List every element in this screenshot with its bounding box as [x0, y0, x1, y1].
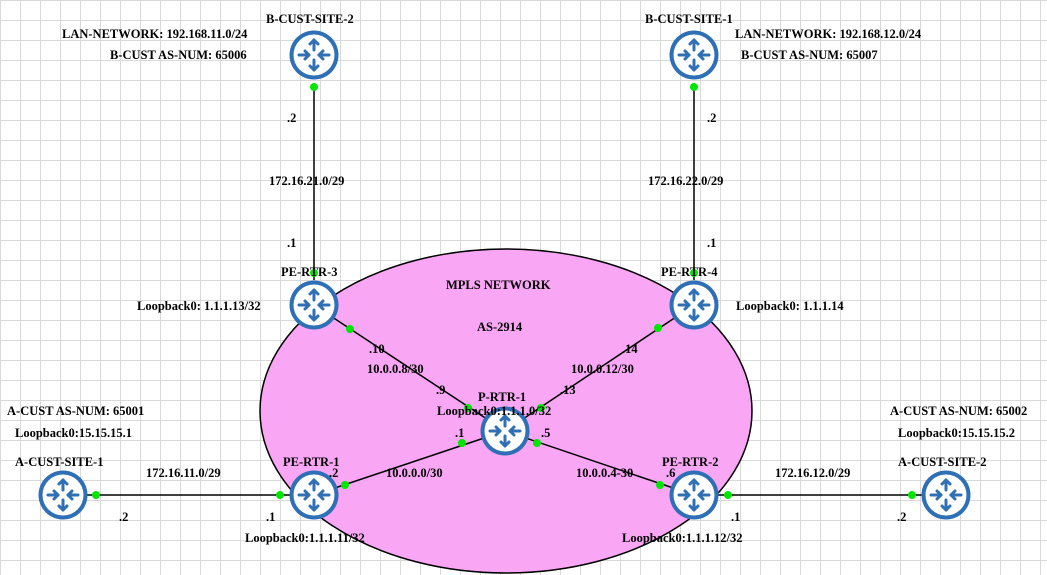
router-icon-pe-rtr-3[interactable]	[288, 279, 340, 331]
link-a1-pe1-end-b: .1	[266, 510, 276, 524]
mpls-as-number: AS-2914	[477, 320, 523, 334]
a-site1-as-number: A-CUST AS-NUM: 65001	[7, 404, 145, 418]
link-pe4-p1-end-a: .14	[622, 342, 638, 356]
link-pe3-p1-end-b: .9	[436, 383, 446, 397]
port-dot	[654, 324, 662, 332]
router-icon-pe-rtr-2[interactable]	[668, 469, 720, 521]
port-dot	[458, 439, 466, 447]
port-dot	[346, 325, 354, 333]
link-b1-pe4-end-b: .1	[707, 236, 717, 250]
b-site2-lan-network: LAN-NETWORK: 192.168.11.0/24	[62, 27, 248, 41]
port-dot	[537, 404, 545, 412]
link-pe3-p1-subnet: 10.0.0.8/30	[367, 362, 424, 376]
link-b2-pe3-subnet: 172.16.21.0/29	[269, 174, 345, 188]
router-name-b-cust-site-1: B-CUST-SITE-1	[645, 12, 733, 26]
router-name-pe-rtr-1: PE-RTR-1	[283, 455, 340, 469]
link-a1-pe1-end-a: .2	[119, 510, 129, 524]
port-dot	[310, 83, 318, 91]
router-name-b-cust-site-2: B-CUST-SITE-2	[266, 12, 354, 26]
link-b2-pe3-end-a: .2	[287, 111, 297, 125]
link-b1-pe4-end-a: .2	[707, 111, 717, 125]
link-pe4-p1-end-b: .13	[560, 383, 576, 397]
router-icon-a-cust-site-2[interactable]	[920, 469, 972, 521]
router-name-a-cust-site-2: A-CUST-SITE-2	[898, 455, 987, 469]
link-pe1-p1-end-b: .1	[455, 426, 465, 440]
link-a2-pe2-end-b: .1	[731, 510, 741, 524]
port-dot	[690, 269, 698, 277]
link-pe3-p1	[313, 304, 506, 432]
b-site1-lan-network: LAN-NETWORK: 192.168.12.0/24	[735, 27, 922, 41]
port-dot	[341, 481, 349, 489]
port-dots	[92, 83, 916, 499]
a-site2-loopback: Loopback0:15.15.15.2	[898, 426, 1016, 440]
router-icon-a-cust-site-1[interactable]	[37, 469, 89, 521]
pe-rtr-1-loopback: Loopback0:1.1.1.11/32	[245, 531, 365, 545]
router-icon-b-cust-site-1[interactable]	[668, 29, 720, 81]
b-site1-as-number: B-CUST AS-NUM: 65007	[741, 48, 878, 62]
link-pe2-p1-end-a: .6	[666, 466, 676, 480]
router-name-pe-rtr-3: PE-RTR-3	[281, 265, 338, 279]
router-name-pe-rtr-4: PE-RTR-4	[661, 265, 718, 279]
a-site2-as-number: A-CUST AS-NUM: 65002	[890, 404, 1028, 418]
link-pe2-p1-subnet: 10.0.0.4-30	[576, 466, 634, 480]
b-site2-as-number: B-CUST AS-NUM: 65006	[110, 48, 247, 62]
mpls-network-title: MPLS NETWORK	[446, 278, 551, 292]
port-dot	[92, 491, 100, 499]
pe-rtr-3-loopback: Loopback0: 1.1.1.13/32	[137, 299, 261, 313]
port-dot	[690, 83, 698, 91]
p-rtr-1-loopback: Loopback0:1.1.1.0/32	[437, 404, 552, 418]
link-a2-pe2-end-a: .2	[897, 510, 907, 524]
link-pe4-p1-subnet: 10.0.0.12/30	[571, 362, 634, 376]
link-pe4-p1	[504, 304, 695, 432]
router-icon-pe-rtr-4[interactable]	[668, 279, 720, 331]
port-dot	[908, 491, 916, 499]
router-icon-b-cust-site-2[interactable]	[288, 29, 340, 81]
link-a2-pe2-subnet: 172.16.12.0/29	[775, 466, 851, 480]
link-b1-pe4-subnet: 172.16.22.0/29	[648, 174, 724, 188]
link-a1-pe1-subnet: 172.16.11.0/29	[146, 466, 221, 480]
pe-rtr-4-loopback: Loopback0: 1.1.1.14	[736, 299, 844, 313]
port-dot	[724, 491, 732, 499]
pe-rtr-2-loopback: Loopback0:1.1.1.12/32	[622, 531, 743, 545]
a-site1-loopback: Loopback0:15.15.15.1	[15, 426, 133, 440]
port-dot	[533, 439, 541, 447]
router-name-pe-rtr-2: PE-RTR-2	[662, 455, 719, 469]
port-dot	[310, 269, 318, 277]
link-pe1-p1-end-a: .2	[329, 466, 339, 480]
link-pe3-p1-end-a: .10	[369, 342, 385, 356]
port-dot	[656, 481, 664, 489]
link-b2-pe3-end-b: .1	[287, 236, 297, 250]
link-pe1-p1-subnet: 10.0.0.0/30	[386, 466, 443, 480]
port-dot	[276, 491, 284, 499]
router-name-a-cust-site-1: A-CUST-SITE-1	[15, 455, 104, 469]
link-pe2-p1-end-b: .5	[541, 426, 551, 440]
router-name-p-rtr-1: P-RTR-1	[478, 390, 527, 404]
port-dot	[464, 404, 472, 412]
